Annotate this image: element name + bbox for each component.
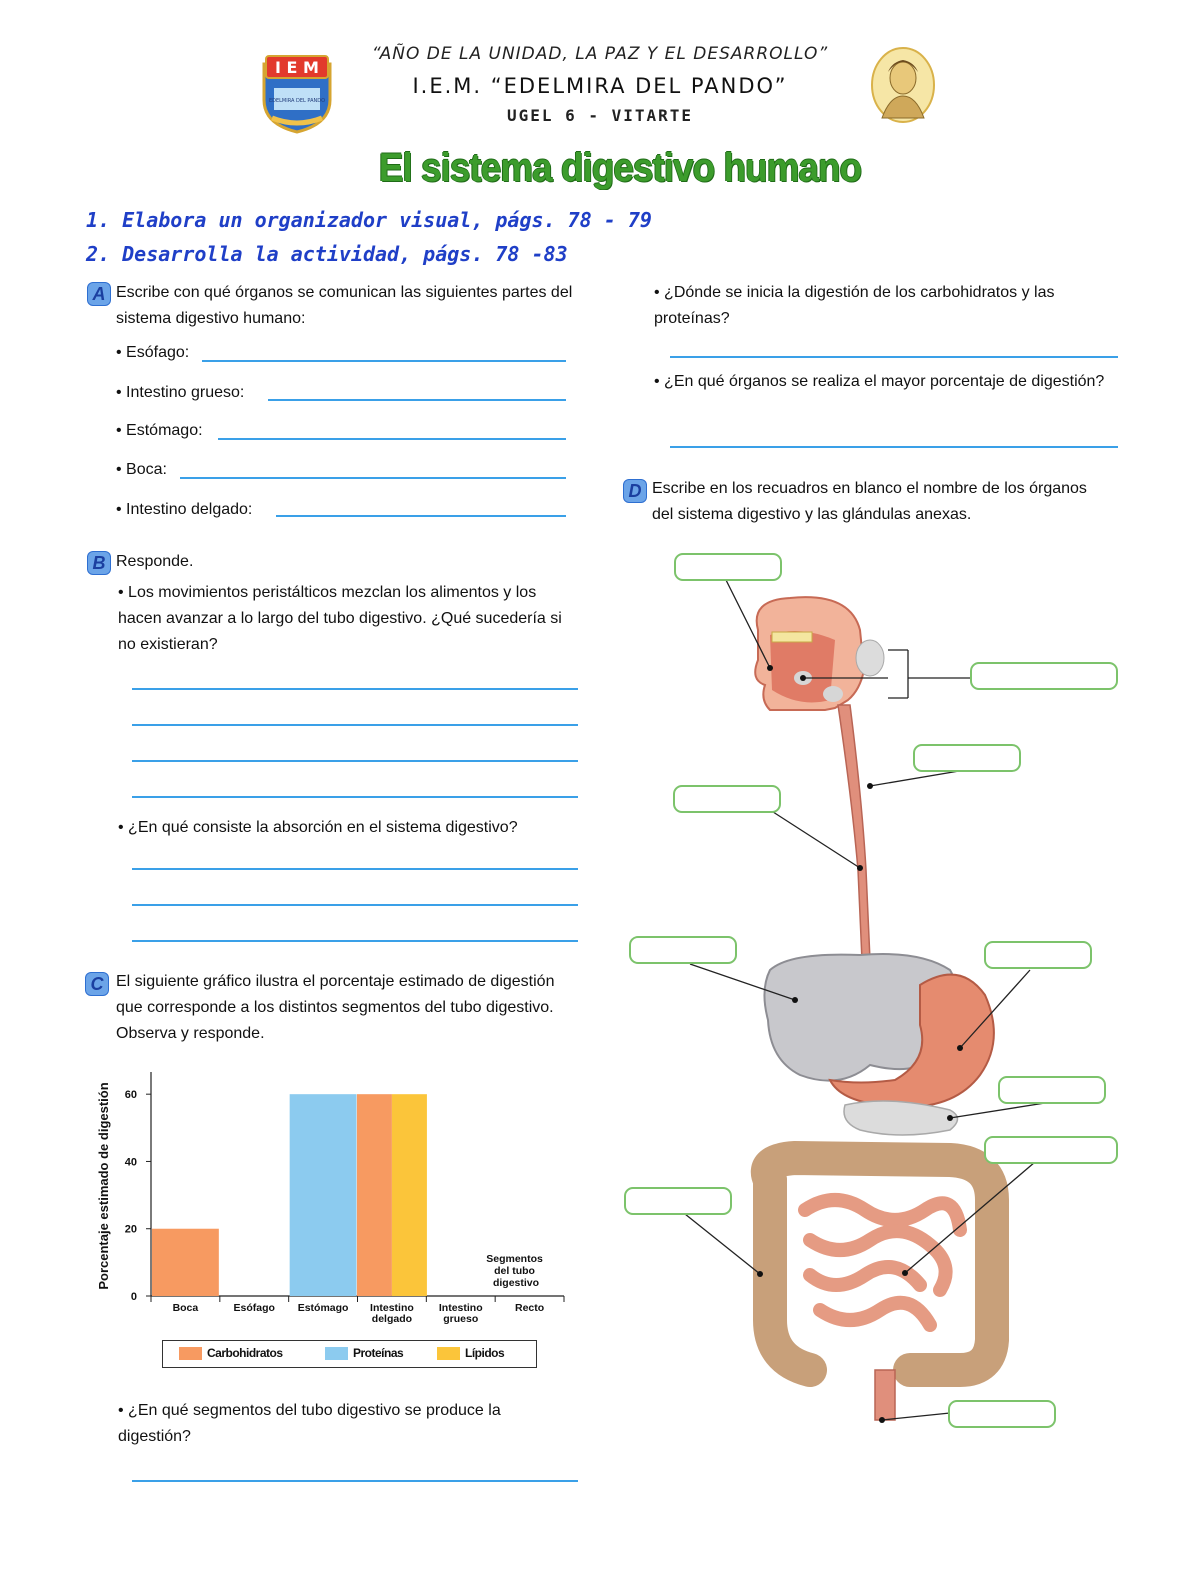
chart-y-axis-label: Porcentaje estimado de digestión (96, 1082, 111, 1289)
chart-x-tick-label: Recto (515, 1302, 544, 1314)
motto: “AÑO DE LA UNIDAD, LA PAZ Y EL DESARROLL… (371, 44, 829, 64)
section-b-question-1: Los movimientos peristálticos mezclan lo… (118, 580, 568, 658)
chart-bar-proteínas (289, 1094, 357, 1296)
digestion-bar-chart: Porcentaje estimado de digestión Segment… (92, 1066, 572, 1336)
chart-y-tick-label: 20 (125, 1224, 137, 1236)
task-2: 2. Desarrolla la actividad, págs. 78 -83 (86, 242, 568, 266)
patron-portrait (870, 46, 936, 124)
legend-swatch-proteinas (325, 1347, 348, 1360)
chart-y-tick-label: 0 (131, 1291, 137, 1303)
item-intestino-delgado: Intestino delgado: (116, 497, 252, 523)
chart-x-tick-label: Estómago (298, 1302, 349, 1314)
item-estomago: Estómago: (116, 418, 202, 444)
section-a-prompt: Escribe con qué órganos se comunican las… (116, 284, 573, 327)
right-question-2: ¿En qué órganos se realiza el mayor porc… (654, 369, 1114, 395)
section-c-question: ¿En qué segmentos del tubo digestivo se … (118, 1398, 578, 1450)
section-c-prompt: El siguiente gráfico ilustra el porcenta… (116, 973, 555, 1042)
section-b-badge: B (88, 552, 110, 574)
answer-line-boca[interactable] (180, 477, 566, 479)
answer-line-right-2[interactable] (670, 446, 1118, 448)
logo-letters: I E M (275, 58, 319, 77)
organ-label-box-7[interactable] (998, 1076, 1106, 1104)
section-c-badge: C (86, 973, 108, 995)
chart-x-axis-label: Segmentos del tubo digestivo (486, 1253, 546, 1289)
legend-swatch-lipidos (437, 1347, 460, 1360)
ugel-label: UGEL 6 - VITARTE (506, 106, 694, 125)
chart-legend: Carbohidratos Proteínas Lípidos (162, 1340, 537, 1368)
answer-line-b1-1[interactable] (132, 688, 578, 690)
chart-x-tick-label: Boca (173, 1302, 199, 1314)
answer-line-b1-3[interactable] (132, 760, 578, 762)
answer-line-estomago[interactable] (218, 438, 566, 440)
answer-line-c[interactable] (132, 1480, 578, 1482)
item-boca: Boca: (116, 457, 167, 483)
organ-label-box-2[interactable] (970, 662, 1118, 690)
task-1: 1. Elabora un organizador visual, págs. … (86, 208, 652, 232)
answer-line-b2-2[interactable] (132, 904, 578, 906)
item-esofago: Esófago: (116, 340, 189, 366)
legend-label-proteinas: Proteínas (353, 1346, 404, 1360)
school-logo: I E M EDELMIRA DEL PANDO (258, 54, 336, 134)
legend-label-carbohidratos: Carbohidratos (207, 1346, 283, 1360)
section-b-question-2: ¿En qué consiste la absorción en el sist… (118, 815, 578, 841)
section-d-badge: D (624, 480, 646, 502)
chart-bar-carbohidratos (152, 1228, 219, 1296)
organ-label-box-9[interactable] (624, 1187, 732, 1215)
answer-line-b2-1[interactable] (132, 868, 578, 870)
section-b-prompt: Responde. (116, 553, 194, 570)
answer-line-b1-2[interactable] (132, 724, 578, 726)
page-title: El sistema digestivo humano (378, 146, 862, 190)
item-intestino-grueso: Intestino grueso: (116, 380, 244, 406)
organ-label-box-5[interactable] (629, 936, 737, 964)
organ-label-box-1[interactable] (674, 553, 782, 581)
organ-label-box-10[interactable] (948, 1400, 1056, 1428)
answer-line-right-1[interactable] (670, 356, 1118, 358)
digestive-system-illustration (620, 540, 1120, 1440)
right-question-1: ¿Dónde se inicia la digestión de los car… (654, 280, 1114, 332)
chart-bar-lípidos (391, 1094, 427, 1296)
organ-label-box-8[interactable] (984, 1136, 1118, 1164)
chart-y-tick-label: 60 (125, 1089, 137, 1101)
answer-line-b1-4[interactable] (132, 796, 578, 798)
legend-label-lipidos: Lípidos (465, 1346, 505, 1360)
section-d-prompt: Escribe en los recuadros en blanco el no… (652, 480, 1087, 523)
logo-caption: EDELMIRA DEL PANDO (269, 98, 325, 104)
chart-bar-carbohidratos (356, 1094, 392, 1296)
section-a-badge: A (88, 283, 110, 305)
chart-svg: Porcentaje estimado de digestión Segment… (96, 1072, 565, 1325)
answer-line-b2-3[interactable] (132, 940, 578, 942)
answer-line-esofago[interactable] (202, 360, 566, 362)
organ-label-box-4[interactable] (673, 785, 781, 813)
chart-y-tick-label: 40 (125, 1156, 137, 1168)
legend-swatch-carbohidratos (179, 1347, 202, 1360)
answer-line-intestino-grueso[interactable] (268, 399, 566, 401)
answer-line-intestino-delgado[interactable] (276, 515, 566, 517)
school-name: I.E.M. “EDELMIRA DEL PANDO” (412, 74, 788, 98)
organ-label-box-3[interactable] (913, 744, 1021, 772)
organ-label-box-6[interactable] (984, 941, 1092, 969)
chart-x-tick-label: Esófago (234, 1302, 275, 1314)
